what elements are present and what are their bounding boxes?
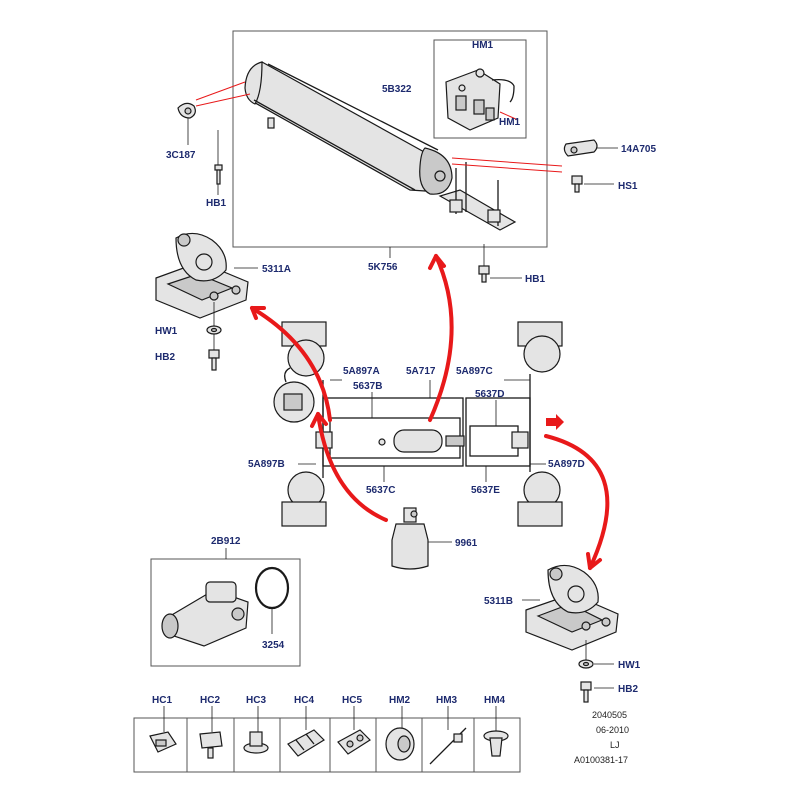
label-9961: 9961 bbox=[455, 538, 478, 549]
guide-line bbox=[195, 81, 246, 101]
label-5b322: 5B322 bbox=[382, 84, 412, 95]
label-hb1-bottom: HB1 bbox=[525, 274, 545, 285]
bolt-hb1-left bbox=[214, 164, 223, 185]
label-5a897d: 5A897D bbox=[548, 459, 585, 470]
cable-tie-hm3-icon bbox=[429, 727, 467, 765]
label-5311b: 5311B bbox=[484, 596, 513, 607]
label-hs1: HS1 bbox=[618, 181, 638, 192]
label-5a897b: 5A897B bbox=[248, 459, 285, 470]
clip-hc3-icon bbox=[243, 731, 269, 754]
legend-dividers bbox=[186, 718, 475, 772]
locate-arrow bbox=[310, 412, 328, 428]
footer-ref-4: A0100381-17 bbox=[574, 755, 628, 765]
footer-ref-2: 06-2010 bbox=[596, 725, 629, 735]
locate-arrow bbox=[250, 306, 332, 422]
label-3254: 3254 bbox=[262, 640, 285, 651]
legend-code-hm2: HM2 bbox=[389, 695, 411, 706]
clip-hc4-icon bbox=[287, 729, 325, 757]
guide-line bbox=[451, 157, 563, 167]
bracket-14a705 bbox=[563, 139, 598, 157]
locate-arrow bbox=[428, 254, 454, 422]
guide-line bbox=[499, 111, 519, 121]
legend-code-hc4: HC4 bbox=[294, 695, 314, 706]
bolt-hb2-top bbox=[208, 349, 220, 371]
label-5637d: 5637D bbox=[475, 389, 504, 400]
bolt-hb2-bottom bbox=[580, 681, 592, 703]
locate-arrow bbox=[544, 434, 610, 570]
push-clip-hm4-icon bbox=[483, 730, 509, 757]
footer-ref-1: 2040505 bbox=[592, 710, 627, 720]
legend-code-hm4: HM4 bbox=[484, 695, 506, 706]
o-ring-3254 bbox=[254, 566, 290, 610]
label-hm1-top: HM1 bbox=[472, 40, 494, 51]
washer-hw1-top bbox=[206, 325, 222, 335]
label-5a897a: 5A897A bbox=[343, 366, 380, 377]
locate-arrow bbox=[586, 552, 602, 570]
label-hb2-bottom: HB2 bbox=[618, 684, 638, 695]
label-5311a: 5311A bbox=[262, 264, 291, 275]
guide-line bbox=[195, 93, 251, 107]
pipe-connector-detail bbox=[273, 367, 315, 423]
label-hw1-top: HW1 bbox=[155, 326, 178, 337]
label-5637c: 5637C bbox=[366, 485, 395, 496]
clip-3c187 bbox=[177, 102, 196, 119]
label-hb2-top: HB2 bbox=[155, 352, 175, 363]
clip-hc2-icon bbox=[199, 731, 223, 759]
compressor-motor-2b912 bbox=[161, 581, 249, 647]
small-direction-arrow bbox=[546, 414, 564, 430]
label-3c187: 3C187 bbox=[166, 150, 196, 161]
grommet-hm2-icon bbox=[385, 727, 415, 761]
legend-code-hc5: HC5 bbox=[342, 695, 362, 706]
washer-hw1-bottom bbox=[578, 659, 594, 669]
reservoir-bracket bbox=[438, 162, 517, 231]
fastener-legend-frame bbox=[133, 717, 521, 773]
label-5637e: 5637E bbox=[471, 485, 500, 496]
clip-hc5-icon bbox=[337, 729, 371, 755]
motor-inset-frame bbox=[150, 558, 301, 667]
clip-hc1-icon bbox=[149, 731, 177, 753]
label-5a897c: 5A897C bbox=[456, 366, 493, 377]
compressor-5311b bbox=[525, 564, 619, 651]
legend-code-hc2: HC2 bbox=[200, 695, 220, 706]
label-2b912: 2B912 bbox=[211, 536, 241, 547]
label-5k756: 5K756 bbox=[368, 262, 398, 273]
valve-block-inset bbox=[433, 39, 527, 139]
valve-block-5b322 bbox=[445, 68, 515, 131]
label-14a705: 14A705 bbox=[621, 144, 656, 155]
legend-leaders bbox=[163, 706, 497, 732]
locate-arrow bbox=[316, 412, 388, 522]
locate-arrow bbox=[428, 254, 446, 270]
bolt-hb1-bottom bbox=[478, 265, 490, 283]
label-hw1-bottom: HW1 bbox=[618, 660, 641, 671]
label-5a717: 5A717 bbox=[406, 366, 436, 377]
label-5637b: 5637B bbox=[353, 381, 382, 392]
legend-code-hc1: HC1 bbox=[152, 695, 172, 706]
label-hb1-left: HB1 bbox=[206, 198, 226, 209]
fluid-bottle-9961 bbox=[391, 507, 429, 570]
guide-line bbox=[451, 163, 563, 173]
locate-arrow bbox=[250, 306, 266, 320]
label-hm1-right: HM1 bbox=[499, 117, 521, 128]
screw-hs1 bbox=[571, 175, 583, 193]
legend-code-hc3: HC3 bbox=[246, 695, 266, 706]
footer-ref-3: LJ bbox=[610, 740, 620, 750]
legend-code-hm3: HM3 bbox=[436, 695, 458, 706]
compressor-5311a bbox=[155, 232, 249, 319]
air-reservoir-5k756 bbox=[244, 61, 453, 195]
